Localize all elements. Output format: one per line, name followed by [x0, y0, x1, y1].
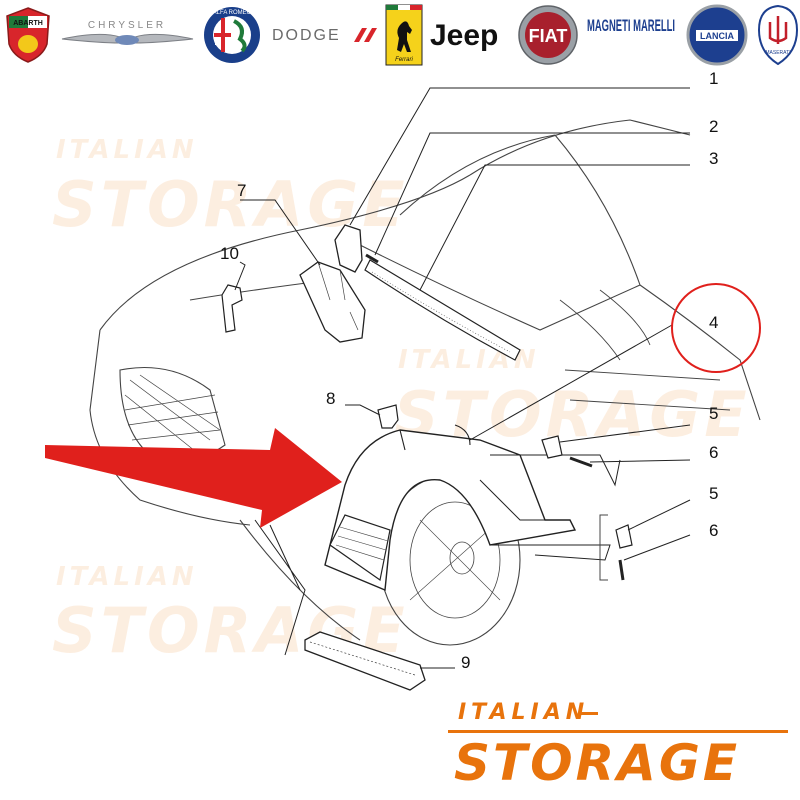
fiat-logo-text: FIAT — [529, 26, 568, 46]
chrysler-logo-text: CHRYSLER — [88, 20, 166, 31]
watermark-small-bottom: ITALIAN — [56, 562, 198, 592]
fiat-logo: FIAT — [516, 4, 580, 66]
bracket-part-1 — [334, 224, 363, 273]
brand-bottom-text: STORAGE — [454, 734, 741, 792]
lancia-logo: LANCIA — [685, 4, 749, 66]
leader-3 — [419, 164, 690, 291]
seal-strip-part-3 — [364, 259, 521, 361]
magneti-marelli-logo-text: MAGNETI MARELLI — [587, 16, 675, 35]
callout-5b: 5 — [709, 484, 719, 503]
leader-4 — [469, 324, 673, 441]
front-bumper — [89, 329, 251, 526]
leader-2 — [374, 132, 690, 256]
callout-4: 4 — [709, 313, 719, 332]
jeep-logo: Jeep — [428, 4, 514, 66]
ferrari-logo-text: Ferrari — [395, 57, 413, 63]
ferrari-logo: Ferrari — [384, 4, 424, 66]
lancia-logo-text: LANCIA — [700, 31, 734, 41]
a-pillar — [554, 134, 641, 286]
brand-line-mid — [448, 730, 788, 733]
callout-9: 9 — [461, 653, 471, 672]
alfa-romeo-logo-text: ALFA ROMEO — [213, 10, 252, 16]
callout-1: 1 — [709, 69, 719, 88]
callout-10: 10 — [220, 244, 239, 263]
callout-3: 3 — [709, 149, 719, 168]
screw-part-6b — [618, 559, 625, 581]
jeep-logo-text: Jeep — [430, 19, 498, 52]
leader-5b — [627, 499, 691, 531]
grommet-part-8 — [377, 404, 399, 429]
leader-8 — [345, 404, 381, 416]
watermark-small-top: ITALIAN — [56, 135, 198, 165]
callout-5a: 5 — [709, 404, 719, 423]
side-door — [639, 284, 761, 421]
callout-8: 8 — [326, 389, 336, 408]
grille-outline — [119, 367, 226, 462]
leader-5a — [559, 424, 691, 443]
alfa-romeo-logo: ALFA ROMEO — [201, 4, 263, 66]
leader-6b — [623, 534, 691, 561]
italian-storage-logo: ITALIAN STORAGE — [448, 700, 788, 796]
brand-line-top — [578, 712, 598, 715]
abarth-logo-text: ABARTH — [13, 20, 43, 27]
clip-part-10 — [221, 284, 243, 333]
leader-6a — [589, 459, 691, 463]
abarth-logo: ABARTH — [2, 4, 54, 66]
leader-10 — [234, 261, 246, 291]
screw-part-2 — [365, 253, 379, 264]
highlight-circle — [671, 283, 761, 373]
callout-7: 7 — [237, 181, 247, 200]
wheel-arch-liner — [324, 429, 577, 592]
screw-part-6a — [569, 456, 593, 468]
liner-vent — [329, 514, 391, 582]
roof-outline — [469, 119, 691, 176]
dodge-logo: DODGE — [270, 4, 378, 66]
clip-part-5a — [541, 435, 563, 459]
hood-outline — [99, 174, 471, 331]
brand-logo-strip: ABARTH CHRYSLER ALFA ROMEO DODGE — [0, 0, 800, 70]
callout-2: 2 — [709, 117, 719, 136]
leader-7 — [240, 199, 321, 266]
callout-6b: 6 — [709, 521, 719, 540]
magneti-marelli-logo: MAGNETI MARELLI — [585, 4, 677, 66]
leader-1 — [349, 87, 690, 226]
maserati-logo: MASERATI — [756, 4, 800, 66]
callout-6a: 6 — [709, 443, 719, 462]
chrysler-logo: CHRYSLER — [60, 4, 195, 66]
windshield-top — [399, 134, 556, 216]
red-pointer-arrow — [45, 428, 342, 528]
bracket-part-7 — [299, 261, 366, 343]
clip-part-5b — [615, 524, 633, 549]
sill-strip — [304, 631, 426, 691]
maserati-logo-text: MASERATI — [765, 50, 790, 56]
windshield-bottom — [359, 244, 641, 331]
brand-top-text: ITALIAN — [458, 700, 590, 725]
dodge-logo-text: DODGE — [272, 27, 341, 44]
